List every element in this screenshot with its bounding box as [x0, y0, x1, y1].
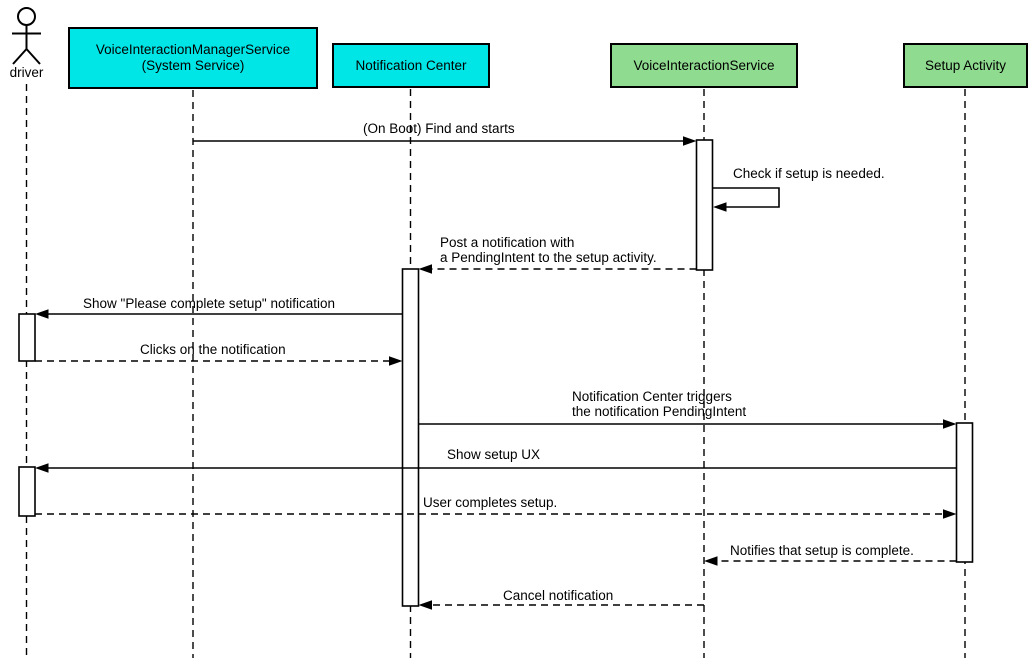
arrowhead-left [35, 309, 49, 319]
activation-bar-driver-2 [18, 466, 36, 517]
message-label-cancel-notification: Cancel notification [503, 588, 614, 603]
activation-bar-driver-1 [18, 313, 36, 362]
actor-leg-right [25, 48, 41, 65]
actor-leg-left [12, 48, 28, 65]
message-arrow-user-completes-setup [35, 509, 957, 519]
message-arrow-setup-complete [704, 556, 957, 566]
message-arrow-on-boot-find-and-starts [193, 136, 697, 146]
message-arrow-post-notification [418, 264, 697, 274]
message-label-check-if-setup-needed: Check if setup is needed. [733, 166, 885, 181]
participant-voice-interaction-service: VoiceInteractionService [610, 43, 798, 88]
message-label-user-completes-setup: User completes setup. [423, 495, 558, 510]
arrowhead-right [943, 419, 957, 429]
actor-label-driver: driver [9, 65, 44, 80]
arrowhead-right [389, 356, 403, 366]
message-arrow-check-if-setup-needed [712, 187, 780, 212]
participant-setup-activity: Setup Activity [903, 43, 1028, 88]
arrowhead-left [35, 463, 49, 473]
message-arrows [35, 136, 957, 610]
actor-icon [12, 7, 41, 65]
message-arrow-cancel-notification [418, 600, 704, 610]
message-arrow-show-setup-notification [35, 309, 403, 319]
message-label-on-boot-find-and-starts: (On Boot) Find and starts [363, 121, 515, 136]
arrowhead-left [704, 556, 718, 566]
message-label-trigger-pendingintent: Notification Center triggers the notific… [572, 389, 747, 419]
actor-head [17, 7, 36, 26]
participant-notification-center: Notification Center [332, 43, 490, 88]
arrowhead-left [713, 202, 727, 212]
message-arrow-show-setup-ux [35, 463, 957, 473]
message-arrow-clicks-notification [35, 356, 403, 366]
message-arrow-trigger-pendingintent [418, 419, 957, 429]
message-label-clicks-notification: Clicks on the notification [140, 342, 286, 357]
message-label-post-notification: Post a notification with a PendingIntent… [440, 235, 657, 265]
participant-voice-interaction-manager-service: VoiceInteractionManagerService (System S… [68, 27, 318, 89]
arrowhead-left [418, 600, 432, 610]
activation-bars [18, 139, 974, 607]
activation-bar-setup-activity [955, 422, 974, 563]
message-label-show-setup-ux: Show setup UX [447, 447, 541, 462]
arrowhead-right [683, 136, 697, 146]
arrowhead-left [418, 264, 432, 274]
message-label-show-setup-notification: Show "Please complete setup" notificatio… [83, 296, 335, 311]
activation-bar-voice-interaction-service [695, 139, 714, 271]
message-label-setup-complete: Notifies that setup is complete. [730, 543, 914, 558]
arrowhead-right [943, 509, 957, 519]
activation-bar-notification-center [401, 268, 420, 607]
